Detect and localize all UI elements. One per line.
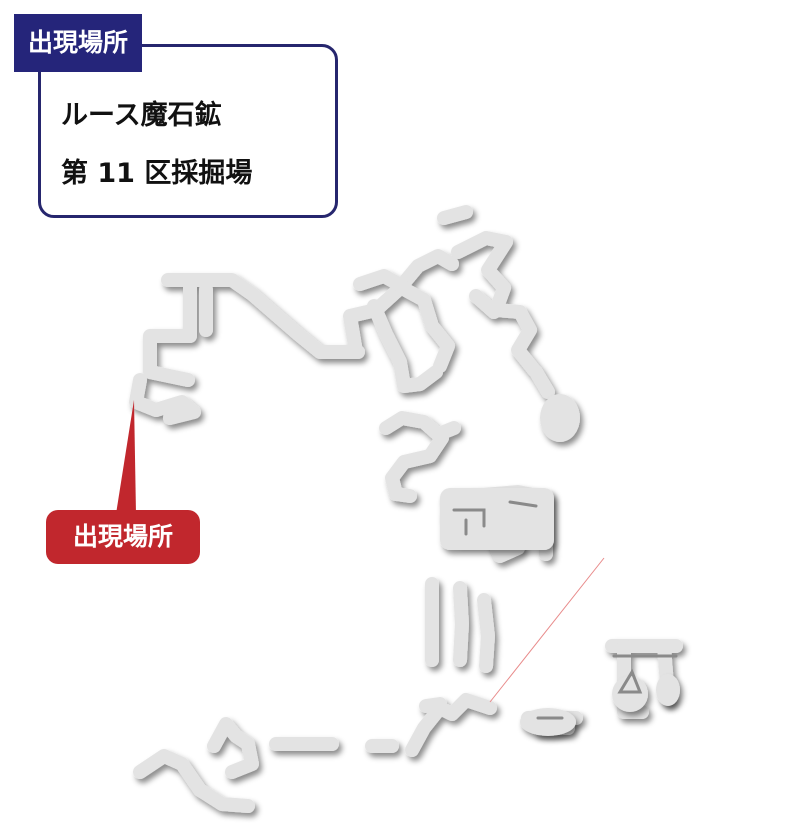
tunnel-lower-corridor	[133, 749, 255, 813]
room-far-right-2	[656, 674, 680, 706]
location-tag: 出現場所	[14, 14, 143, 72]
location-info-card: ルース魔石鉱 第 11 区採掘場	[38, 44, 338, 218]
route-line	[489, 557, 605, 703]
tunnel-shaft-2	[453, 581, 469, 667]
tunnel-upper-maze-2	[367, 299, 443, 393]
location-callout-badge: 出現場所	[46, 510, 200, 564]
tunnel-right-end	[529, 365, 555, 399]
tunnel-network	[129, 205, 683, 813]
tunnel-upper-left	[161, 273, 365, 359]
tunnel-lower-ramp	[405, 693, 497, 757]
tunnel-top-spur	[437, 205, 473, 225]
tunnel-lower-end	[419, 697, 447, 713]
tunnel-upper-maze-4	[353, 269, 409, 293]
room-right-blob	[540, 394, 580, 442]
tunnel-upper-left-stub	[143, 275, 197, 387]
tunnel-lower-junction	[207, 717, 259, 779]
tunnel-right-branch	[469, 289, 501, 319]
tunnel-upper-left-loop	[129, 373, 201, 425]
callout-pointer	[116, 400, 136, 514]
tunnel-middle-curve	[379, 411, 449, 503]
tunnel-right-diagonal	[451, 231, 541, 377]
area-name: ルース魔石鉱	[61, 100, 222, 131]
tunnel-room-walls	[452, 500, 678, 720]
tunnel-middle-spur	[437, 421, 461, 439]
tunnel-far-right-left	[617, 639, 649, 719]
room-chamber-main	[440, 488, 554, 550]
room-lower-right	[520, 708, 576, 736]
room-far-right	[612, 676, 648, 712]
tunnel-upper-maze-3	[395, 281, 455, 373]
tunnel-rooms	[440, 394, 680, 736]
area-sub-name: 第 11 区採掘場	[61, 158, 253, 189]
tunnel-shaft-3	[477, 593, 495, 673]
